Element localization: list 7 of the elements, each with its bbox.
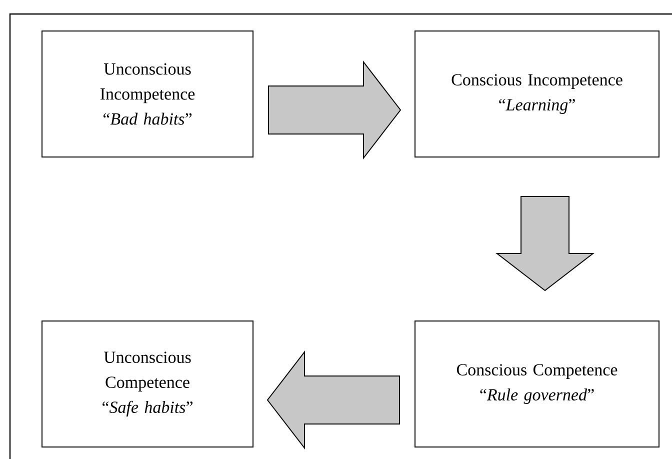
block-arrow — [266, 350, 400, 450]
block-arrow — [268, 60, 402, 160]
stage-box: Conscious Incompetence “Learning” — [414, 30, 660, 158]
stage-box: Conscious Competence “Rule governed” — [414, 320, 660, 448]
block-arrow — [496, 196, 594, 292]
stage-box: Unconscious Incompetence “Bad habits” — [42, 30, 254, 158]
stage-box: Unconscious Competence “Safe habits” — [42, 320, 254, 448]
